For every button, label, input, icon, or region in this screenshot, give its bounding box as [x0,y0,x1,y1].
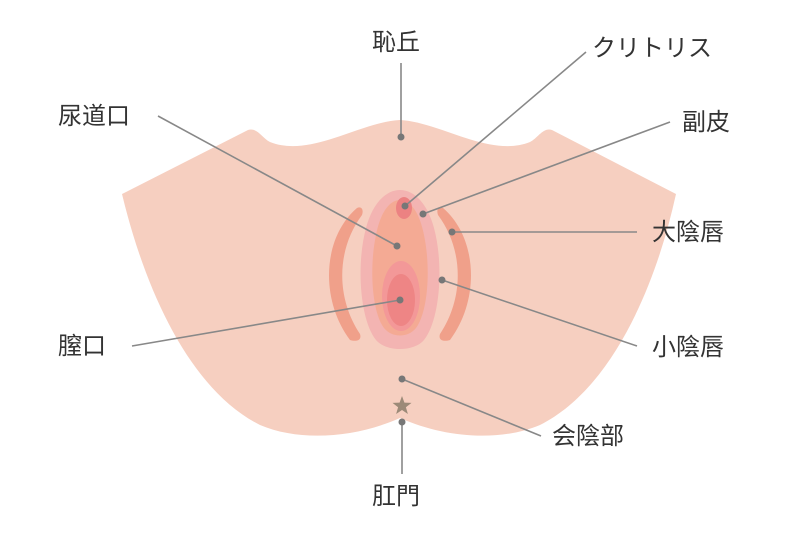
label-anus: 肛門 [372,482,420,510]
label-labia-majora: 大陰唇 [652,218,724,246]
label-clitoral-hood: 副皮 [682,108,730,136]
star-icon [392,396,412,414]
dot-urethral-opening [393,242,401,250]
dot-clitoral-hood [419,210,427,218]
leader-line-perineum [401,378,542,437]
anchor-dots [393,133,456,426]
leader-line-clitoris [404,51,587,207]
label-mons-pubis: 恥丘 [372,28,420,56]
leader-lines [131,51,671,474]
labia-majora-left [329,207,363,341]
leader-line-vaginal-opening [131,299,401,347]
label-urethral-opening: 尿道口 [58,102,130,130]
label-vaginal-opening: 膣口 [58,332,106,360]
dot-labia-minora [438,276,446,284]
labia-majora-right [437,207,471,341]
dot-perineum [398,375,406,383]
label-perineum: 会陰部 [552,422,624,450]
leader-line-clitoral-hood [422,121,671,215]
dot-anus [398,418,406,426]
leader-line-urethral-opening [157,115,398,247]
dot-clitoris [401,202,409,210]
dot-labia-majora [448,228,456,236]
leader-line-labia-minora [441,279,638,347]
label-labia-minora: 小陰唇 [652,333,724,361]
label-clitoris: クリトリス [592,34,712,62]
dot-mons-pubis [397,133,405,141]
dot-vaginal-opening [396,296,404,304]
